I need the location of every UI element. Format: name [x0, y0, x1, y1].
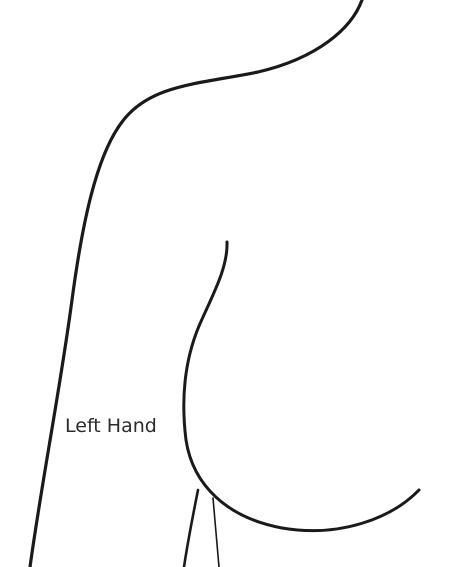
- shoulder-arm-outline: [28, 0, 364, 567]
- inner-arm-line-left: [182, 488, 200, 567]
- left-hand-label: Left Hand: [65, 415, 157, 437]
- inner-arm-line-right: [212, 497, 220, 567]
- breast-outline: [182, 240, 421, 533]
